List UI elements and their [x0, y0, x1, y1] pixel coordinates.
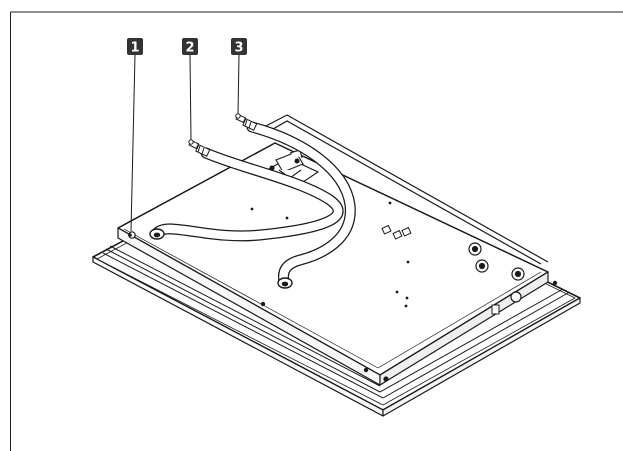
callout-badge [182, 38, 198, 55]
leader-lines [130, 54, 240, 232]
callout-badge [231, 38, 247, 55]
fitting-3 [235, 113, 258, 131]
callout-2: 2 [182, 38, 198, 56]
gas-hoses [149, 121, 356, 289]
base-tray [117, 142, 549, 386]
panel-border [10, 11, 623, 451]
fastener-holes [128, 231, 558, 382]
leader-line-1 [130, 54, 136, 232]
gas-manifold-bracket [262, 149, 320, 189]
callout-badge [127, 38, 143, 55]
fitting-2 [188, 139, 211, 157]
callout-label: 3 [234, 41, 243, 56]
leader-line-2 [189, 54, 192, 141]
frame-rails [102, 245, 569, 399]
connector-clips [381, 224, 500, 315]
hose-fittings [188, 113, 258, 157]
leader-line-3 [237, 54, 240, 115]
callout-label: 1 [130, 41, 139, 56]
callout-1: 1 [127, 38, 143, 56]
callout-label: 2 [185, 41, 194, 56]
callout-3: 3 [231, 38, 247, 56]
